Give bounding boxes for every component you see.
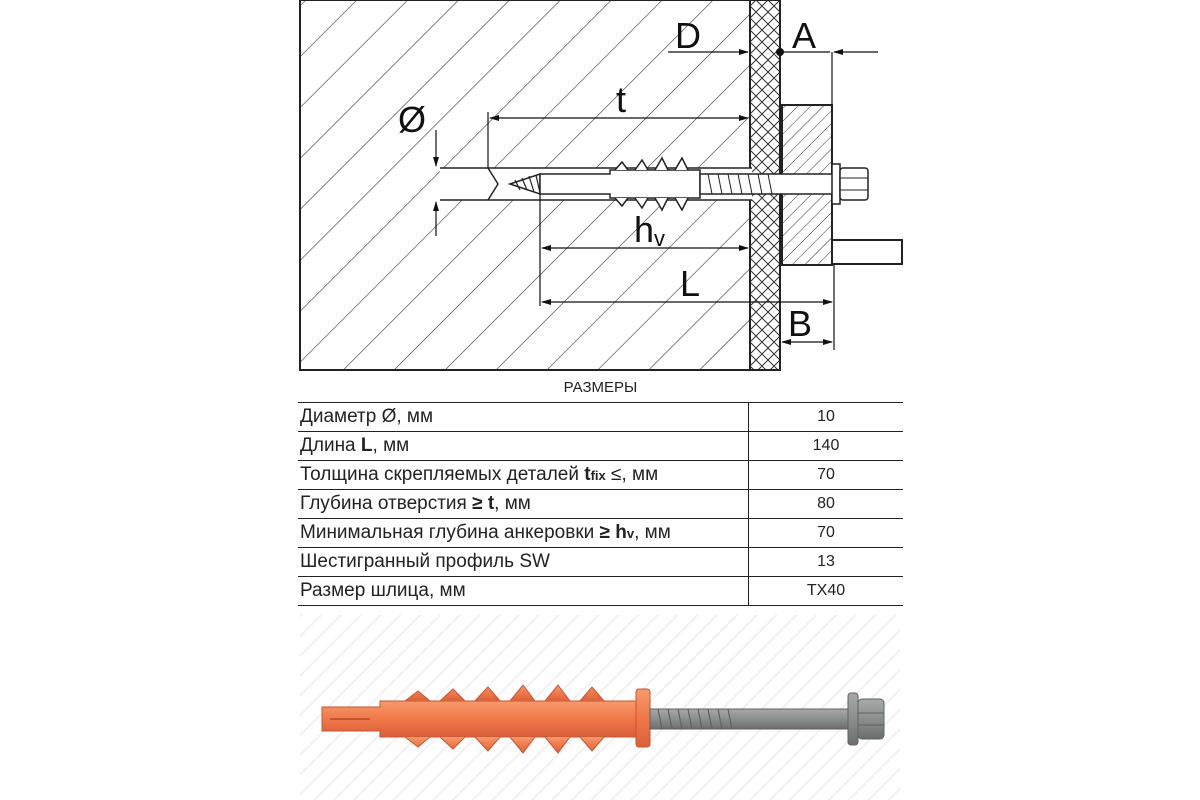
dimension-diameter: Ø <box>398 99 439 236</box>
label-hv: hv <box>634 209 665 251</box>
spec-value: 70 <box>748 518 903 548</box>
spec-label: Глубина отверстия ≥ t, мм <box>298 489 749 519</box>
spec-label: Толщина скрепляемых деталей tfix ≤, мм <box>298 460 749 490</box>
spec-value: 13 <box>748 547 903 577</box>
anchor-product-image <box>300 615 900 800</box>
spec-value: 10 <box>748 402 903 432</box>
bracket-plate <box>831 239 903 265</box>
dimension-d: D <box>668 15 749 56</box>
label-l: L <box>680 263 700 304</box>
dimension-hv: hv <box>539 194 749 306</box>
specs-table: РАЗМЕРЫ Диаметр Ø, мм 10 Длина L, мм 140… <box>298 372 903 606</box>
anchor-installation-diagram: D A Ø t hv L B <box>299 0 903 371</box>
spec-label: Размер шлица, мм <box>298 576 749 606</box>
label-t: t <box>616 79 626 120</box>
label-a: A <box>792 15 816 56</box>
dimension-l: L <box>541 263 835 350</box>
label-b: B <box>788 303 812 344</box>
table-row: Размер шлица, мм TX40 <box>298 576 903 606</box>
table-row: Длина L, мм 140 <box>298 431 903 461</box>
spec-label: Диаметр Ø, мм <box>298 402 749 432</box>
table-row: Толщина скрепляемых деталей tfix ≤, мм 7… <box>298 460 903 490</box>
dimension-b: B <box>781 303 833 345</box>
anchor-drawing <box>507 156 869 212</box>
table-row: Шестигранный профиль SW 13 <box>298 547 903 577</box>
anchor-photo <box>321 684 885 754</box>
table-row: Диаметр Ø, мм 10 <box>298 402 903 432</box>
spec-label: Шестигранный профиль SW <box>298 547 749 577</box>
label-d: D <box>675 15 701 56</box>
table-row: Глубина отверстия ≥ t, мм 80 <box>298 489 903 519</box>
dimension-a: A <box>776 15 878 105</box>
spec-value: 80 <box>748 489 903 519</box>
spec-label: Длина L, мм <box>298 431 749 461</box>
spec-label: Минимальная глубина анкеровки ≥ hv, мм <box>298 518 749 548</box>
spec-value: 140 <box>748 431 903 461</box>
specs-title: РАЗМЕРЫ <box>298 372 903 403</box>
table-row: Минимальная глубина анкеровки ≥ hv, мм 7… <box>298 518 903 548</box>
label-diameter: Ø <box>398 99 426 140</box>
specs-title-row: РАЗМЕРЫ <box>298 372 903 403</box>
dimension-t: t <box>487 79 749 168</box>
spec-value: TX40 <box>748 576 903 606</box>
spec-value: 70 <box>748 460 903 490</box>
